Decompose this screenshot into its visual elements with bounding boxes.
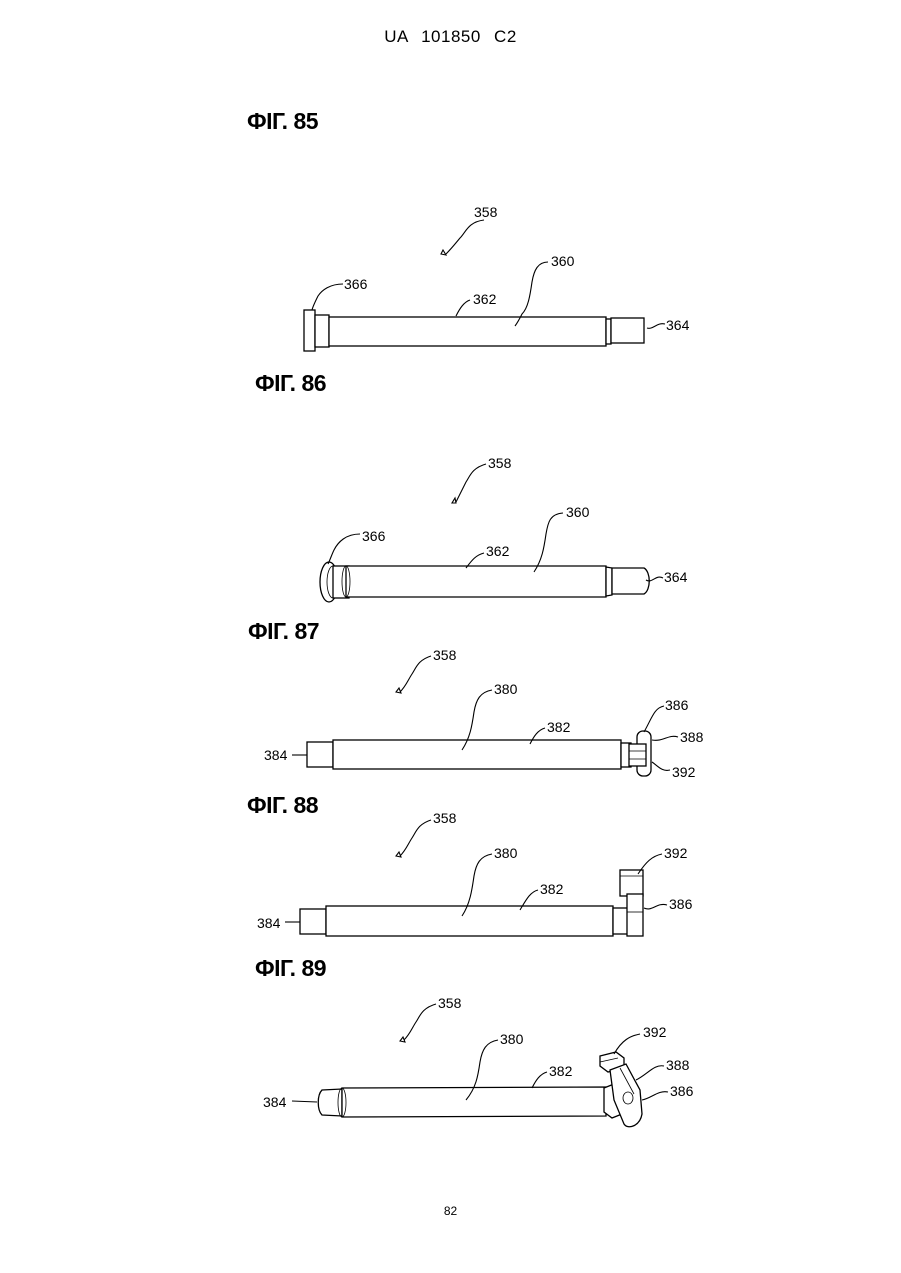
tube-end bbox=[611, 318, 644, 343]
neck-part bbox=[315, 315, 329, 347]
ref-label: 366 bbox=[344, 276, 368, 292]
ref-label: 384 bbox=[257, 915, 281, 931]
tube-body bbox=[346, 566, 606, 597]
leader-388 bbox=[652, 736, 678, 740]
leader-358 bbox=[404, 1004, 436, 1040]
ref-label: 382 bbox=[549, 1063, 573, 1079]
ref-label: 392 bbox=[643, 1024, 667, 1040]
ref-label: 358 bbox=[438, 995, 462, 1011]
ref-label: 366 bbox=[362, 528, 386, 544]
ref-label: 380 bbox=[494, 845, 518, 861]
ref-label: 380 bbox=[500, 1031, 524, 1047]
ref-label: 392 bbox=[664, 845, 688, 861]
end-cap-part bbox=[304, 310, 315, 351]
ref-label: 386 bbox=[665, 697, 689, 713]
tube-body bbox=[333, 740, 621, 769]
leader-360 bbox=[534, 513, 563, 572]
ref-label: 386 bbox=[670, 1083, 694, 1099]
tube-shoulder bbox=[606, 567, 612, 596]
leader-386 bbox=[644, 706, 664, 732]
figure-85-drawing: 358 360 366 362 364 bbox=[304, 204, 690, 351]
leader-382 bbox=[532, 1072, 547, 1088]
ref-label: 386 bbox=[669, 896, 693, 912]
ref-label: 358 bbox=[488, 455, 512, 471]
ref-label: 382 bbox=[540, 881, 564, 897]
tube-body bbox=[342, 1087, 606, 1117]
ref-label: 358 bbox=[474, 204, 498, 220]
leader-358 bbox=[400, 656, 431, 692]
ref-label: 358 bbox=[433, 810, 457, 826]
leader-358 bbox=[400, 820, 431, 856]
leader-366 bbox=[328, 534, 360, 564]
clip-block-392 bbox=[629, 744, 646, 766]
page-number: 82 bbox=[0, 1204, 901, 1218]
tube-end-384 bbox=[307, 742, 333, 767]
figure-89-drawing: 358 380 392 382 388 386 384 bbox=[263, 995, 694, 1127]
tube-shoulder bbox=[606, 319, 611, 344]
figure-87-drawing: 358 380 386 382 388 384 392 bbox=[264, 647, 704, 780]
leader-392 bbox=[614, 1034, 640, 1054]
clip-block-392 bbox=[620, 870, 643, 896]
leader-386 bbox=[642, 1092, 668, 1100]
ref-label: 384 bbox=[263, 1094, 287, 1110]
leader-366 bbox=[312, 284, 343, 310]
figure-88-drawing: 358 380 392 382 386 384 bbox=[257, 810, 693, 936]
leader-384 bbox=[292, 1101, 317, 1102]
leader-392 bbox=[652, 762, 670, 770]
clip-arm-386 bbox=[627, 894, 643, 936]
ref-label: 388 bbox=[666, 1057, 690, 1073]
tube-end bbox=[612, 568, 649, 594]
figure-86-drawing: 358 360 366 362 364 bbox=[320, 455, 688, 602]
ref-label: 388 bbox=[680, 729, 704, 745]
tube-end-384 bbox=[318, 1089, 342, 1116]
ref-label: 382 bbox=[547, 719, 571, 735]
tube-end-384 bbox=[300, 909, 326, 934]
ref-label: 392 bbox=[672, 764, 696, 780]
leader-386 bbox=[644, 904, 667, 909]
leader-364 bbox=[647, 324, 665, 329]
ref-label: 358 bbox=[433, 647, 457, 663]
ref-label: 364 bbox=[666, 317, 690, 333]
leader-358 bbox=[456, 464, 486, 502]
leader-388 bbox=[636, 1066, 664, 1080]
ref-label: 364 bbox=[664, 569, 688, 585]
ref-label: 360 bbox=[551, 253, 575, 269]
leader-362 bbox=[456, 300, 470, 316]
tube-body bbox=[326, 906, 613, 936]
ref-label: 360 bbox=[566, 504, 590, 520]
leader-358 bbox=[446, 220, 484, 254]
ref-label: 380 bbox=[494, 681, 518, 697]
ref-label: 362 bbox=[486, 543, 510, 559]
ref-label: 384 bbox=[264, 747, 288, 763]
tube-shoulder bbox=[613, 908, 628, 934]
ref-label: 362 bbox=[473, 291, 497, 307]
tube-body bbox=[329, 317, 606, 346]
